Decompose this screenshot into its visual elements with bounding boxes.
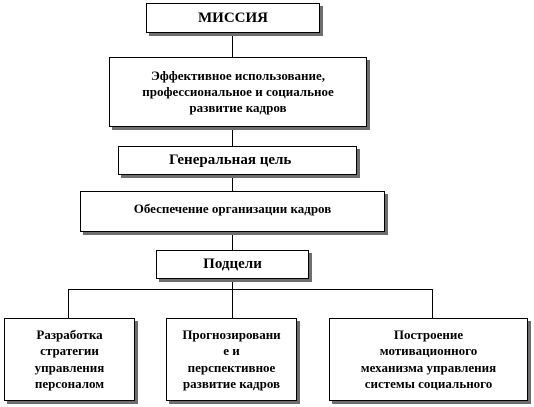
- mission-label: МИССИЯ: [198, 9, 268, 26]
- subgoal-1-line-3: управления: [34, 359, 105, 375]
- general-goal-text-box: Обеспечение организации кадров: [80, 191, 385, 232]
- subgoal-1-line-2: стратегии: [40, 343, 99, 359]
- subgoal-3-line-3: механизма управления: [360, 359, 497, 375]
- subgoal-3-line-2: мотивационного: [379, 343, 478, 359]
- subgoals-box: Подцели: [156, 250, 309, 279]
- subgoal-box-3: Построение мотивационного механизма упра…: [329, 318, 528, 401]
- subgoal-2-line-2: е и: [223, 343, 240, 359]
- subgoals-label: Подцели: [203, 256, 262, 273]
- subgoal-2-line-3: перспективное: [187, 359, 276, 375]
- connector-to-subgoal-3: [432, 289, 433, 318]
- connector-text-to-goal: [232, 127, 233, 146]
- connector-horizontal-bar: [68, 289, 432, 290]
- mission-box: МИССИЯ: [146, 3, 320, 33]
- subgoal-2-line-4: развитие кадров: [182, 375, 281, 391]
- connector-goal-text-to-subgoals: [232, 232, 233, 250]
- connector-to-subgoal-2: [232, 289, 233, 318]
- mission-text-line-1: Эффективное использование,: [150, 67, 326, 83]
- mission-text-box: Эффективное использование, профессиональ…: [109, 57, 367, 127]
- subgoal-3-line-1: Построение: [393, 327, 464, 342]
- subgoal-box-2: Прогнозировани е и перспективное развити…: [166, 318, 297, 401]
- general-goal-label: Генеральная цель: [169, 152, 292, 169]
- mission-text-line-2: профессиональное и социальное: [142, 83, 334, 99]
- mission-text-line-3: развитие кадров: [189, 100, 287, 116]
- connector-mission-to-text: [232, 33, 233, 57]
- connector-goal-to-goal-text: [232, 175, 233, 191]
- connector-to-subgoal-1: [68, 289, 69, 318]
- subgoal-1-line-1: Разработка: [36, 327, 103, 342]
- subgoal-box-1: Разработка стратегии управления персонал…: [4, 318, 135, 401]
- subgoal-3-line-4: системы социального: [364, 375, 493, 391]
- general-goal-text-label: Обеспечение организации кадров: [133, 201, 332, 216]
- general-goal-box: Генеральная цель: [118, 146, 357, 175]
- subgoal-1-line-4: персоналом: [34, 375, 105, 391]
- connector-subgoals-down: [232, 279, 233, 289]
- subgoal-2-line-1: Прогнозировани: [182, 327, 281, 342]
